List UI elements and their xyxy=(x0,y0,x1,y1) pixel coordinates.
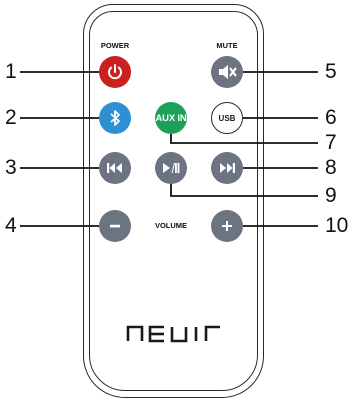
play-pause-button[interactable] xyxy=(155,152,187,184)
callout-number-5: 5 xyxy=(325,60,337,83)
usb-button-label: USB xyxy=(218,113,236,123)
callout-number-4: 4 xyxy=(5,214,17,237)
power-button[interactable] xyxy=(99,56,131,88)
callout-number-10: 10 xyxy=(325,214,349,237)
callout-number-7: 7 xyxy=(325,131,337,154)
aux-in-button[interactable]: AUX IN xyxy=(155,102,187,134)
previous-track-button[interactable] xyxy=(99,152,131,184)
remote-body-inner-outline xyxy=(89,11,258,391)
volume-label: VOLUME xyxy=(154,221,188,230)
callout-number-1: 1 xyxy=(5,60,17,83)
callout-number-6: 6 xyxy=(325,106,337,129)
next-track-button[interactable] xyxy=(211,152,243,184)
callout-number-2: 2 xyxy=(5,106,17,129)
usb-button[interactable]: USB xyxy=(211,102,243,134)
bluetooth-button[interactable] xyxy=(99,102,131,134)
skip-back-icon xyxy=(107,163,122,173)
callout-number-9: 9 xyxy=(325,184,337,207)
power-label: POWER xyxy=(100,41,130,50)
bluetooth-icon xyxy=(110,110,120,126)
callout-number-8: 8 xyxy=(325,156,337,179)
speaker-muted-icon xyxy=(219,65,237,79)
skip-forward-icon xyxy=(220,163,235,173)
minus-icon xyxy=(110,224,120,228)
power-icon xyxy=(108,64,122,80)
callout-line-7 xyxy=(170,134,318,144)
mute-button[interactable] xyxy=(211,56,243,88)
callout-number-3: 3 xyxy=(5,156,17,179)
aux-in-button-label: AUX IN xyxy=(155,112,187,124)
nevir-logo: nevir xyxy=(114,318,234,348)
nevir-logo-mark xyxy=(126,325,220,343)
play-pause-icon xyxy=(163,162,180,174)
mute-label: MUTE xyxy=(216,41,238,50)
plus-icon xyxy=(222,221,232,231)
volume-down-button[interactable] xyxy=(99,210,131,242)
callout-line-9 xyxy=(170,184,318,197)
volume-up-button[interactable] xyxy=(211,210,243,242)
